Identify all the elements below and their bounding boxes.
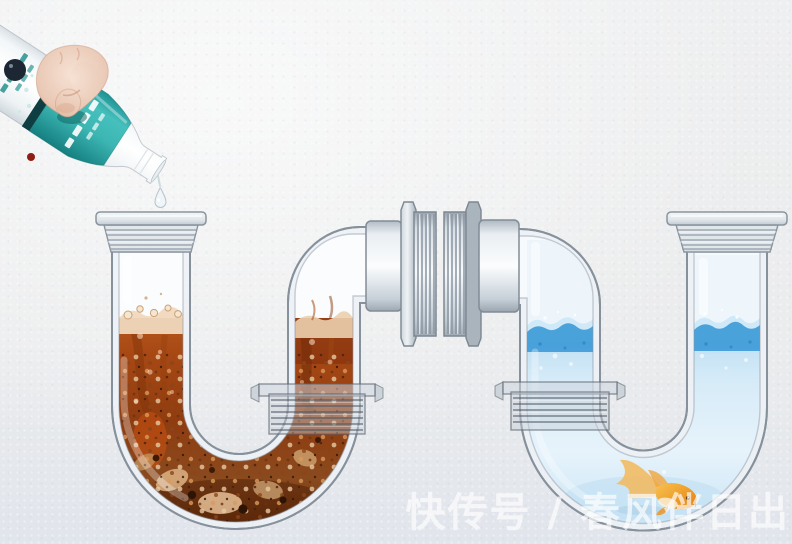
pipe-coupling-left — [365, 201, 437, 347]
red-drip — [27, 153, 35, 161]
cleaner-bottle — [0, 23, 168, 208]
left-slip-nut — [250, 383, 384, 435]
goldfish — [616, 459, 697, 516]
pouring-droplet — [154, 175, 167, 208]
right-pipe-inner-wall — [506, 235, 761, 525]
foam-right-arm — [295, 311, 353, 338]
right-drain-flange — [666, 211, 788, 253]
bottle-base-cap — [4, 59, 26, 81]
glass-shine — [120, 356, 189, 502]
left-pipe-outline — [111, 226, 373, 530]
glass-highlight — [699, 258, 708, 316]
hand-holding-bottle — [35, 44, 109, 118]
glass-highlight — [531, 242, 540, 316]
left-pipe-inner-wall — [118, 233, 373, 523]
pipe-coupling-right — [443, 201, 520, 347]
glass-highlight — [123, 256, 132, 304]
bottle-opening — [150, 159, 167, 183]
left-drain-flange — [95, 211, 207, 253]
right-slip-nut — [494, 381, 626, 431]
foam-left-arm — [119, 306, 183, 334]
